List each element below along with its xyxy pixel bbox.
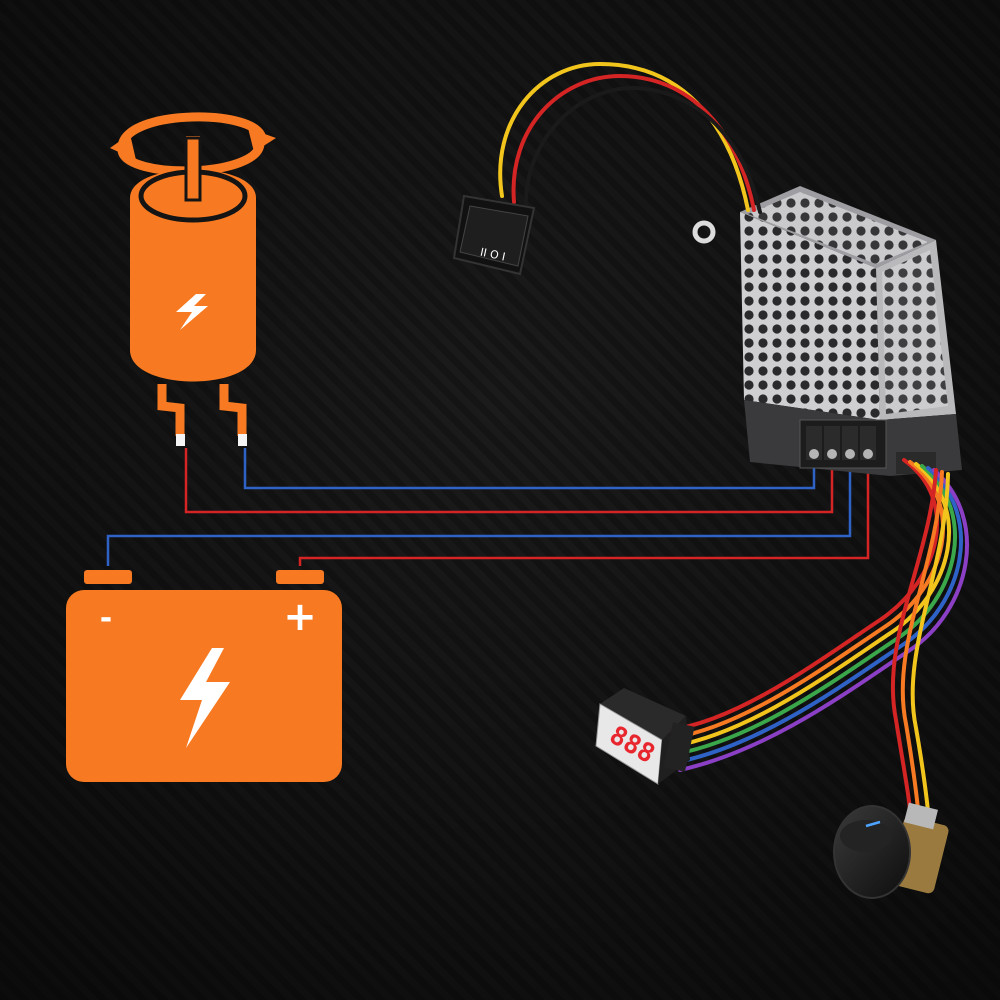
switch-marking: II O I xyxy=(479,246,507,264)
knob-cable xyxy=(890,468,950,836)
wire-switch-yellow xyxy=(498,61,750,212)
battery-lightning-bolt-icon xyxy=(180,648,230,748)
rocker-switch-icon: II O I xyxy=(452,194,536,276)
pwm-controller-icon xyxy=(740,186,962,476)
rotation-arrowhead-left xyxy=(110,134,136,160)
knob-cap xyxy=(833,805,911,899)
led-display-icon: 888 xyxy=(595,688,695,785)
battery-terminal-negative xyxy=(84,570,132,584)
knob-wire-yellow xyxy=(910,472,950,836)
terminal-screw-4 xyxy=(863,449,873,459)
ribbon-wire-1 xyxy=(668,458,940,732)
terminal-screw-2 xyxy=(827,449,837,459)
motor-icon xyxy=(110,112,276,446)
wire-battery-red xyxy=(298,460,870,566)
schematic-wires xyxy=(106,448,870,566)
motor-lead-right xyxy=(219,384,247,436)
ribbon-wire-6 xyxy=(678,468,969,772)
knob-indicator xyxy=(865,820,881,828)
rotation-arrowhead-right xyxy=(248,128,276,152)
wire-switch-black xyxy=(523,85,762,214)
switch-rocker xyxy=(459,205,529,267)
motor-lead-tip-right xyxy=(238,434,247,446)
ribbon-wire-3 xyxy=(672,462,951,748)
wire-motor-blue xyxy=(243,448,816,490)
knob-wire-orange xyxy=(900,470,944,834)
potentiometer-knob-icon xyxy=(833,802,949,899)
pot-terminals xyxy=(904,802,938,830)
controller-side-mesh xyxy=(882,250,948,414)
battery-icon: - + xyxy=(66,570,342,782)
terminal-screw-3 xyxy=(845,449,855,459)
mounting-washer xyxy=(692,220,716,244)
ribbon-wire-2 xyxy=(670,460,945,740)
battery-negative-label: - xyxy=(100,601,112,636)
wire-motor-red xyxy=(184,448,834,514)
battery-positive-label: + xyxy=(283,594,317,640)
battery-terminal-positive xyxy=(276,570,324,584)
motor-lead-tip-left xyxy=(176,434,185,446)
lightning-bolt-icon xyxy=(176,294,208,330)
display-connector xyxy=(663,722,695,772)
terminal-screw-1 xyxy=(809,449,819,459)
terminal-screws xyxy=(806,426,876,460)
knob-top xyxy=(840,820,892,852)
controller-front xyxy=(740,212,880,420)
motor-lead-left xyxy=(157,384,185,436)
motor-body xyxy=(130,169,256,382)
motor-shaft-top xyxy=(184,136,202,202)
controller-top-mesh xyxy=(748,192,928,264)
ribbon-cable xyxy=(668,458,969,772)
knob-wire-red xyxy=(890,468,938,832)
display-housing-side xyxy=(600,688,686,740)
wire-battery-blue xyxy=(106,460,852,566)
switch-wires xyxy=(498,61,762,214)
ribbon-wire-5 xyxy=(676,466,963,764)
